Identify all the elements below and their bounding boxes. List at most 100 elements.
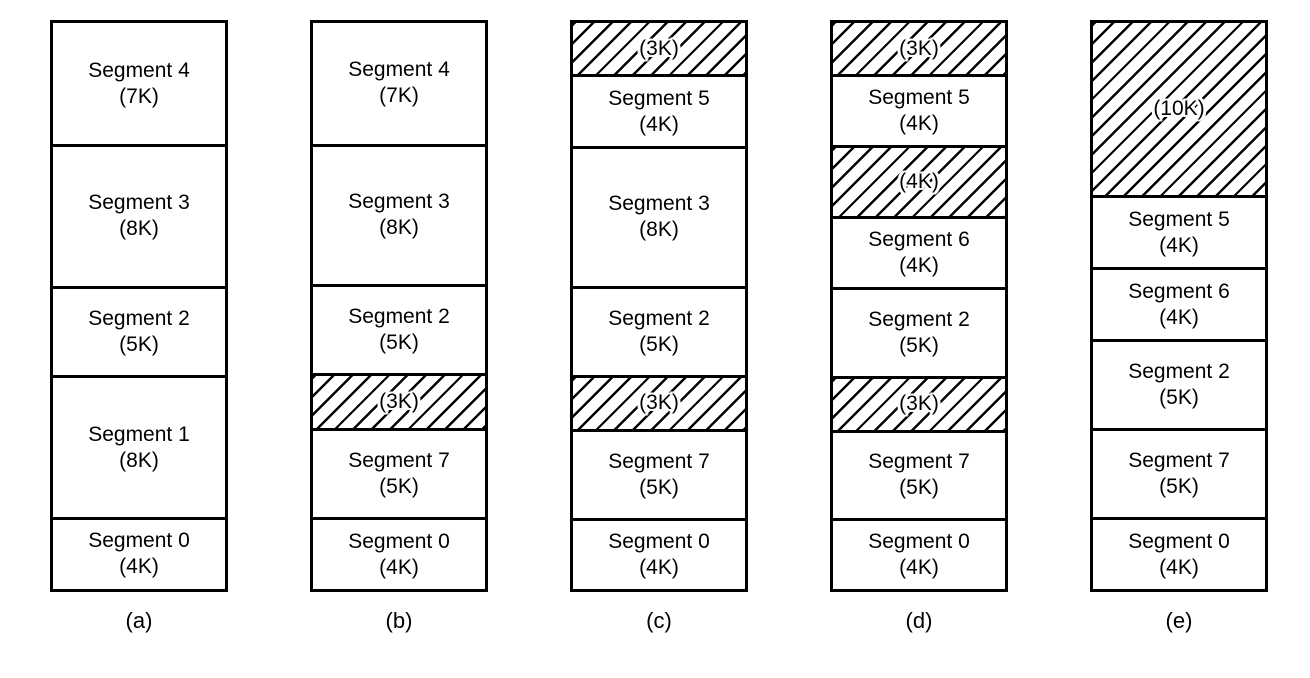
segment-block: Segment 6(4K) [1093,270,1265,342]
free-hole-block: (3K) [833,23,1005,78]
size-label: (8K) [119,217,159,241]
segment-title: Segment 2 [1128,359,1230,383]
size-label: (7K) [379,84,419,108]
size-label: (5K) [639,332,679,356]
segment-title: Segment 0 [348,529,450,553]
size-label: (4K) [119,555,159,579]
free-hole-block: (4K) [833,148,1005,220]
size-label: (3K) [639,36,679,60]
segment-title: Segment 4 [88,58,190,82]
free-hole-block: (3K) [313,376,485,432]
segment-block: Segment 7(5K) [1093,431,1265,521]
size-label: (5K) [119,332,159,356]
memory-column-d: (3K)Segment 5(4K)(4K)Segment 6(4K)Segmen… [830,20,1008,592]
free-hole-block: (3K) [833,378,1005,433]
segment-title: Segment 7 [868,450,970,474]
segment-title: Segment 7 [348,449,450,473]
segment-block: Segment 0(4K) [1093,520,1265,589]
column-label-b: (b) [385,608,413,633]
segment-block: Segment 5(4K) [833,77,1005,149]
segment-block: Segment 7(5K) [313,431,485,521]
segment-block: Segment 2(5K) [53,289,225,379]
segment-title: Segment 0 [608,529,710,553]
size-label: (4K) [899,254,939,278]
segment-title: Segment 1 [88,422,190,446]
column-label-e: (e) [1165,608,1193,633]
segment-title: Segment 5 [608,86,710,110]
size-label: (5K) [899,334,939,358]
size-label: (5K) [899,476,939,500]
segment-title: Segment 2 [868,308,970,332]
column-label-a: (a) [125,608,153,633]
segment-title: Segment 0 [1128,529,1230,553]
size-label: (5K) [639,475,679,499]
size-label: (3K) [639,391,679,415]
segment-block: Segment 0(4K) [573,521,745,590]
size-label: (5K) [1159,385,1199,409]
segment-block: Segment 2(5K) [1093,342,1265,432]
size-label: (4K) [1159,305,1199,329]
free-hole-block: (3K) [573,23,745,78]
segment-title: Segment 3 [348,190,450,214]
memory-column-a-wrap: Segment 4(7K)Segment 3(8K)Segment 2(5K)S… [50,20,228,634]
memory-column-b-wrap: Segment 4(7K)Segment 3(8K)Segment 2(5K)(… [310,20,488,634]
size-label: (8K) [379,216,419,240]
memory-column-c-wrap: (3K)Segment 5(4K)Segment 3(8K)Segment 2(… [570,20,748,634]
free-hole-block: (3K) [573,377,745,432]
size-label: (3K) [899,36,939,60]
segment-block: Segment 6(4K) [833,219,1005,291]
segment-title: Segment 7 [1128,449,1230,473]
segment-block: Segment 7(5K) [833,433,1005,521]
size-label: (4K) [1159,233,1199,257]
segment-block: Segment 3(8K) [53,147,225,289]
segment-block: Segment 0(4K) [833,521,1005,589]
size-label: (4K) [639,112,679,136]
size-label: (5K) [379,475,419,499]
segment-title: Segment 2 [348,305,450,329]
segment-title: Segment 3 [608,192,710,216]
size-label: (4K) [899,112,939,136]
free-hole-block: (10K) [1093,23,1265,199]
segment-title: Segment 6 [868,228,970,252]
memory-column-a: Segment 4(7K)Segment 3(8K)Segment 2(5K)S… [50,20,228,592]
segment-block: Segment 3(8K) [573,149,745,289]
segment-block: Segment 7(5K) [573,432,745,521]
segment-block: Segment 5(4K) [573,77,745,149]
size-label: (8K) [119,448,159,472]
segment-title: Segment 7 [608,449,710,473]
segment-block: Segment 2(5K) [573,289,745,378]
size-label: (10K) [1153,97,1205,121]
size-label: (4K) [1159,555,1199,579]
size-label: (3K) [899,392,939,416]
segment-title: Segment 3 [88,191,190,215]
segment-block: Segment 3(8K) [313,147,485,288]
segment-block: Segment 1(8K) [53,378,225,520]
size-label: (4K) [899,170,939,194]
segment-title: Segment 2 [608,306,710,330]
memory-column-c: (3K)Segment 5(4K)Segment 3(8K)Segment 2(… [570,20,748,592]
segment-title: Segment 5 [1128,207,1230,231]
segment-block: Segment 0(4K) [313,520,485,589]
segment-block: Segment 0(4K) [53,520,225,589]
memory-column-e-wrap: (10K)Segment 5(4K)Segment 6(4K)Segment 2… [1090,20,1268,634]
columns-row: Segment 4(7K)Segment 3(8K)Segment 2(5K)S… [50,20,1268,634]
segment-title: Segment 6 [1128,279,1230,303]
segment-title: Segment 0 [88,529,190,553]
size-label: (5K) [379,331,419,355]
column-label-c: (c) [646,608,672,633]
segment-title: Segment 5 [868,86,970,110]
size-label: (5K) [1159,475,1199,499]
segment-block: Segment 4(7K) [53,23,225,148]
memory-column-b: Segment 4(7K)Segment 3(8K)Segment 2(5K)(… [310,20,488,592]
segment-block: Segment 2(5K) [833,290,1005,379]
memory-column-d-wrap: (3K)Segment 5(4K)(4K)Segment 6(4K)Segmen… [830,20,1008,634]
segment-block: Segment 5(4K) [1093,198,1265,271]
size-label: (8K) [639,218,679,242]
size-label: (7K) [119,84,159,108]
size-label: (4K) [639,555,679,579]
size-label: (4K) [379,555,419,579]
column-label-d: (d) [905,608,933,633]
size-label: (3K) [379,390,419,414]
segment-title: Segment 2 [88,306,190,330]
